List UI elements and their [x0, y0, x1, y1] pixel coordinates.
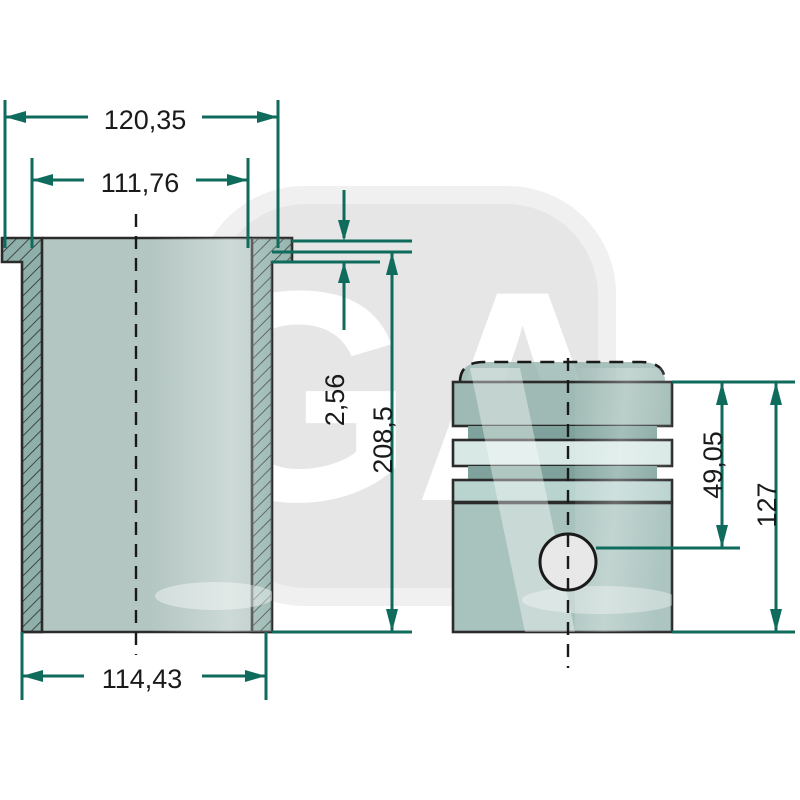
arrow-left: [5, 111, 26, 123]
dim-label-127: 127: [752, 482, 782, 527]
arrow-top: [716, 382, 728, 405]
dimension-114-43: 114,43: [20, 632, 268, 700]
dimension-111-76: 111,76: [30, 158, 250, 248]
arrow-left: [32, 174, 53, 186]
arrow-left: [22, 670, 43, 682]
dim-label-111-76: 111,76: [101, 168, 180, 198]
cylinder-liner: [0, 214, 294, 658]
arrow-top: [770, 382, 782, 405]
arrow-bottom: [386, 609, 398, 632]
dimension-120-35: 120,35: [3, 96, 280, 248]
arrow-bottom: [716, 525, 728, 548]
arrow-right: [227, 174, 248, 186]
dim-label-114-43: 114,43: [102, 664, 183, 694]
dimension-127: 127: [672, 382, 795, 634]
dim-label-120-35: 120,35: [104, 105, 187, 135]
arrow-bottom: [770, 609, 782, 632]
arrow-right: [257, 111, 278, 123]
arrow-top: [386, 252, 398, 275]
liner-wall-left-section: [0, 236, 44, 634]
arrow-right: [245, 670, 266, 682]
dimension-2-56: 2,56: [272, 190, 412, 426]
arrow-down: [338, 220, 350, 241]
dim-label-2-56: 2,56: [320, 374, 350, 427]
arrow-up: [338, 262, 350, 283]
dim-text-bg: [84, 159, 196, 201]
dim-label-208-5: 208,5: [368, 406, 398, 474]
dim-label-49-05: 49,05: [698, 431, 728, 499]
piston: [451, 358, 674, 668]
dimension-49-05: 49,05: [596, 380, 795, 550]
dimension-208-5: 208,5: [272, 250, 412, 634]
dim-text-bg: [84, 655, 202, 697]
dim-text-bg: [88, 96, 202, 138]
liner-gloss: [150, 238, 292, 632]
